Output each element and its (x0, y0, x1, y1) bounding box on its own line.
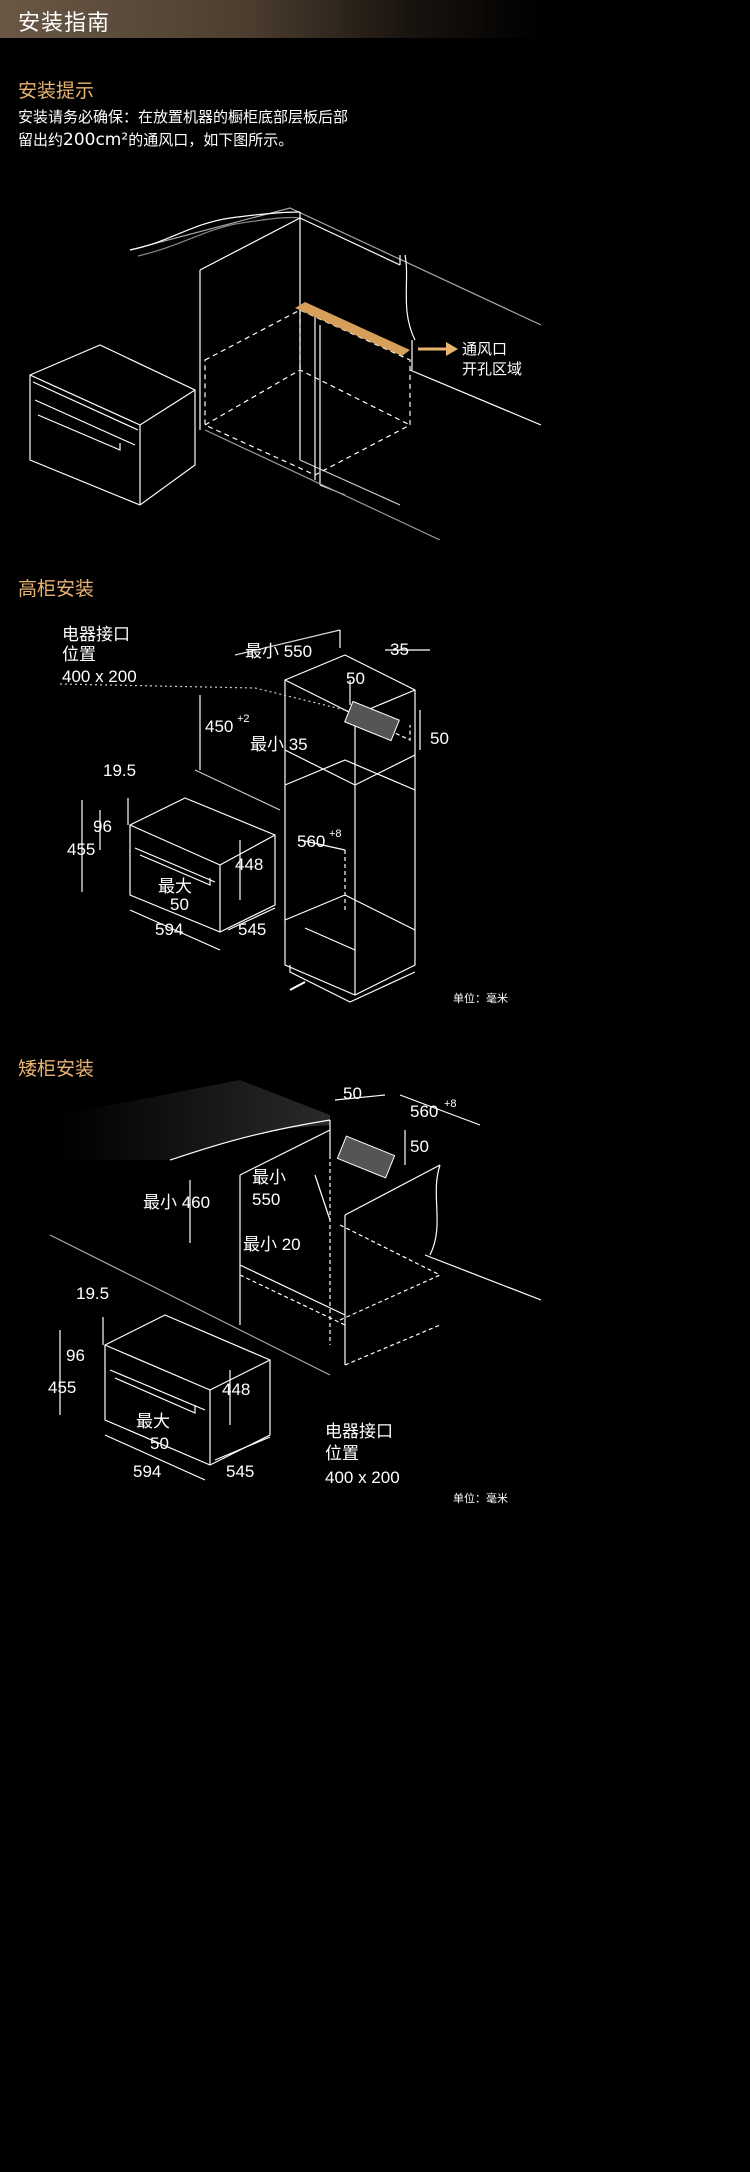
dim-max50: 50 (170, 895, 189, 914)
dim-96: 96 (93, 817, 112, 836)
dim-19-5: 19.5 (103, 761, 136, 780)
dim-35: 35 (390, 640, 409, 659)
header-bar: 安装指南 (0, 0, 541, 38)
install-tips-line1: 安装请务必确保：在放置机器的橱柜底部层板后部 (18, 108, 349, 126)
dim-450-sup: +2 (237, 713, 250, 725)
low-cabinet-diagram: 50 560 +8 50 最小 550 最小 460 最小 20 19.5 96… (48, 1080, 541, 1487)
install-tips-text: 安装请务必确保：在放置机器的橱柜底部层板后部 留出约200cm²的通风口，如下图… (18, 106, 348, 152)
low-connector-label-1: 电器接口 (325, 1422, 393, 1441)
low-connector-label-3: 400 x 200 (325, 1468, 400, 1487)
dim-min550: 最小 550 (245, 642, 312, 661)
tall-unit-label: 单位：毫米 (453, 992, 508, 1005)
low-dim-50a: 50 (343, 1084, 362, 1103)
low-dim-min550: 550 (252, 1190, 280, 1209)
dim-560: 560 (297, 832, 325, 851)
vent-callout-line1: 通风口 (462, 341, 507, 358)
tall-connector-label-1: 电器接口 (62, 625, 130, 644)
dim-545: 545 (238, 920, 266, 939)
low-dim-448: 448 (222, 1380, 250, 1399)
tall-connector-label-3: 400 x 200 (62, 667, 137, 686)
low-dim-560-sup: +8 (444, 1098, 457, 1110)
low-dim-min460: 最小 460 (143, 1193, 210, 1212)
section-tall-cabinet-title: 高柜安装 (18, 578, 95, 600)
dim-594: 594 (155, 920, 183, 939)
low-dim-96: 96 (66, 1346, 85, 1365)
dim-560-sup: +8 (329, 828, 342, 840)
section-install-tips-title: 安装提示 (18, 80, 95, 102)
low-dim-min20: 最小 20 (243, 1235, 301, 1254)
vent-installation-diagram: 通风口 开孔区域 (29, 207, 541, 540)
low-dim-455: 455 (48, 1378, 76, 1397)
vent-opening-strip (295, 302, 410, 356)
low-dim-19-5: 19.5 (76, 1284, 109, 1303)
tall-vent-hatch (344, 700, 400, 742)
vent-callout-line2: 开孔区域 (462, 361, 522, 378)
dim-min35: 最小 35 (250, 735, 308, 754)
low-dim-560: 560 (410, 1102, 438, 1121)
dim-50a: 50 (346, 669, 365, 688)
page-title: 安装指南 (18, 11, 111, 36)
tall-cabinet-diagram: 电器接口 位置 400 x 200 最小 550 35 50 50 450 +2… (59, 625, 449, 1003)
dim-max: 最大 (158, 877, 192, 896)
tall-connector-label-2: 位置 (62, 645, 96, 664)
low-dim-50b: 50 (410, 1137, 429, 1156)
dim-450: 450 (205, 717, 233, 736)
section-low-cabinet-title: 矮柜安装 (18, 1058, 95, 1080)
low-connector-label-2: 位置 (325, 1444, 359, 1463)
dim-50b: 50 (430, 729, 449, 748)
low-dim-max50: 50 (150, 1434, 169, 1453)
low-dim-min: 最小 (252, 1168, 286, 1187)
low-dim-max: 最大 (136, 1412, 170, 1431)
low-unit-label: 单位：毫米 (453, 1492, 508, 1505)
install-tips-line2: 留出约200cm²的通风口，如下图所示。 (18, 130, 294, 150)
dim-455: 455 (67, 840, 95, 859)
dim-448: 448 (235, 855, 263, 874)
low-dim-545: 545 (226, 1462, 254, 1481)
low-dim-594: 594 (133, 1462, 161, 1481)
low-vent-hatch (336, 1135, 396, 1179)
